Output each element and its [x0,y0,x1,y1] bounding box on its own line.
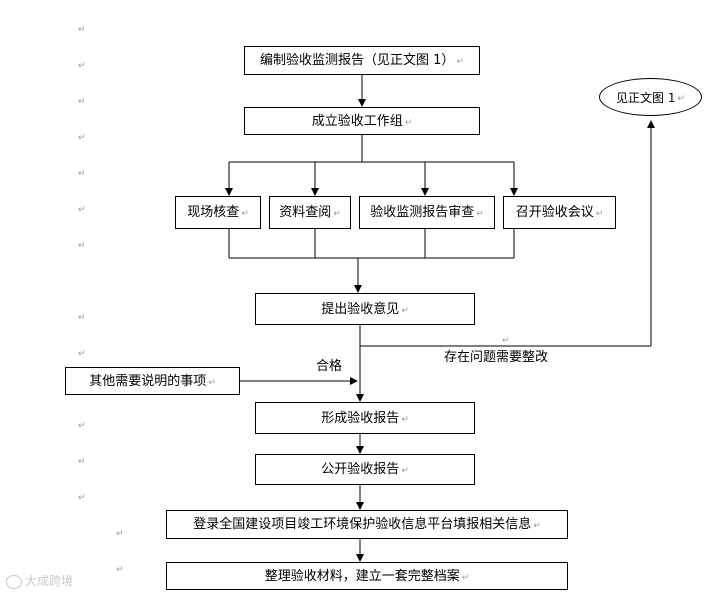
paragraph-mark: ↵ [78,493,86,503]
watermark: 大成跨境 [6,572,73,589]
node-site-check: 现场核查↵ [175,196,261,229]
paragraph-mark: ↵ [78,97,86,107]
paragraph-mark: ↵ [78,241,86,251]
node-archive-materials: 整理验收材料，建立一套完整档案↵ [166,562,568,590]
paragraph-mark: ↵ [78,457,86,467]
node-label: 见正文图 1 [616,90,676,105]
paragraph-mark: ↵ [116,529,124,539]
node-compile-report: 编制验收监测报告（见正文图 1）↵ [244,46,480,75]
watermark-text: 大成跨境 [25,574,74,588]
node-convene-meeting: 召开验收会议↵ [503,196,616,229]
node-label: 成立验收工作组 [311,113,403,129]
paragraph-mark: ↵ [78,133,86,143]
node-register-platform: 登录全国建设项目竣工环境保护验收信息平台填报相关信息↵ [166,510,568,539]
node-other-matters: 其他需要说明的事项↵ [65,367,240,395]
node-label: 资料查阅 [279,205,332,220]
node-label: 召开验收会议 [515,205,594,220]
node-label: 提出验收意见 [321,301,400,317]
paragraph-mark: ↵ [78,349,86,359]
paragraph-mark: ↵ [78,205,86,215]
node-label: 整理验收材料，建立一套完整档案 [264,568,460,584]
node-label: 公开验收报告 [321,462,400,477]
paragraph-mark: ↵ [78,313,86,323]
node-label: 形成验收报告 [321,410,400,426]
paragraph-mark: ↵ [78,421,86,431]
node-see-figure: 见正文图 1↵ [599,78,702,116]
watermark-logo-icon [6,574,22,589]
paragraph-mark: ↵ [78,169,86,179]
node-publish-report: 公开验收报告↵ [255,454,475,485]
node-label: 其他需要说明的事项 [89,373,207,389]
node-report-review: 验收监测报告审查↵ [359,196,495,229]
paragraph-mark: ↵ [116,565,124,575]
paragraph-mark: ↵ [502,336,510,346]
node-doc-review: 资料查阅↵ [269,196,351,229]
node-label: 登录全国建设项目竣工环境保护验收信息平台填报相关信息 [193,517,532,532]
node-label: 现场核查 [187,205,240,220]
edge-label-rectify: 存在问题需要整改 [444,350,549,365]
edge-label-pass: 合格 [316,359,343,374]
node-form-report: 形成验收报告↵ [255,402,475,434]
node-label: 编制验收监测报告（见正文图 1） [260,53,455,68]
node-propose-opinions: 提出验收意见↵ [255,293,475,325]
node-establish-group: 成立验收工作组↵ [244,107,480,135]
paragraph-mark: ↵ [78,61,86,71]
node-label: 验收监测报告审查 [370,205,475,220]
paragraph-mark: ↵ [78,25,86,35]
